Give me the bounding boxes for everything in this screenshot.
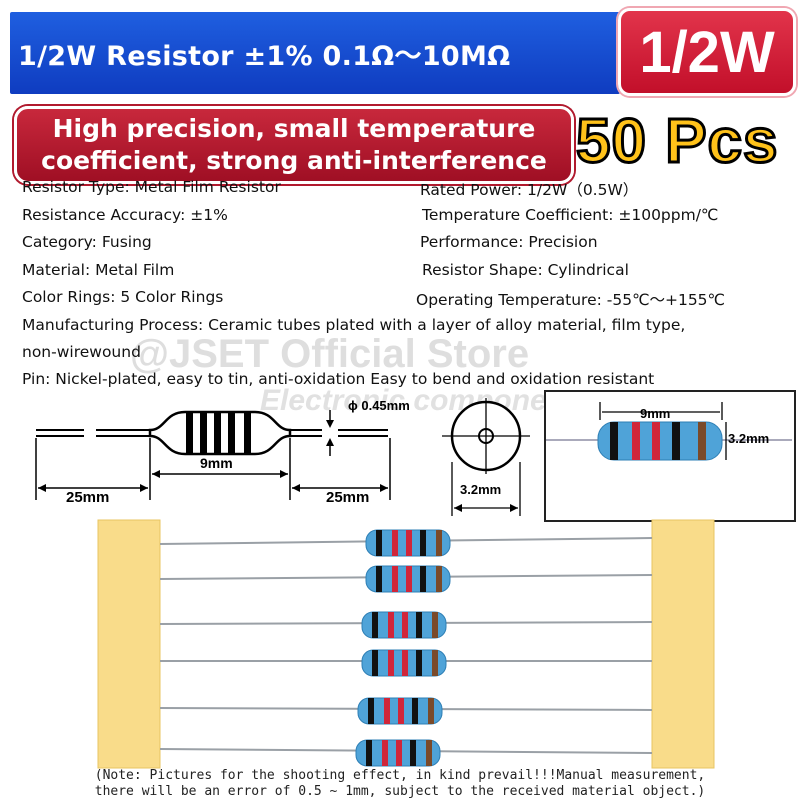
spec-accuracy: Resistance Accuracy: ±1% (22, 206, 228, 224)
tape-right (651, 519, 715, 769)
lead-left-label: 25mm (66, 489, 109, 506)
spec-material: Material: Metal Film (22, 261, 175, 279)
resistor-band (392, 530, 398, 556)
power-badge-label: 1/2W (639, 19, 775, 85)
spec-process: Manufacturing Process: Ceramic tubes pla… (22, 316, 686, 334)
resistor-band (420, 530, 426, 556)
resistor-band (368, 698, 374, 724)
resistor-band (372, 650, 378, 676)
feature-line-1: High precision, small temperature (52, 114, 536, 143)
body-length-label: 9mm (200, 455, 233, 471)
feature-banner: High precision, small temperature coeffi… (14, 106, 574, 184)
resistor-band (412, 698, 418, 724)
feature-line-2: coefficient, strong anti-interference (41, 146, 547, 175)
photo-diameter-label: 3.2mm (728, 431, 769, 446)
resistor-band (372, 612, 378, 638)
resistor-band (388, 612, 394, 638)
resistor-band (426, 740, 432, 766)
spec-rated-power: Rated Power: 1/2W（0.5W） (420, 181, 639, 199)
tape-left (97, 519, 161, 769)
resistor-band (406, 566, 412, 592)
resistor-band (384, 698, 390, 724)
resistor-band (388, 650, 394, 676)
spec-category: Category: Fusing (22, 233, 152, 251)
resistor-band (420, 566, 426, 592)
resistor-band (410, 740, 416, 766)
spec-process-cont: non-wirewound (22, 343, 141, 361)
spec-operating-temp: Operating Temperature: -55℃～+155℃ (416, 291, 725, 309)
resistor-band (396, 740, 402, 766)
resistor-band (436, 530, 442, 556)
resistor-band (402, 612, 408, 638)
note-line-2: there will be an error of 0.5 ~ 1mm, sub… (94, 784, 706, 799)
resistor-band (406, 530, 412, 556)
resistor-band (366, 740, 372, 766)
resistor-band (416, 650, 422, 676)
quantity-label: 50 Pcs (575, 106, 780, 178)
power-badge: 1/2W (618, 8, 796, 96)
resistor-band (392, 566, 398, 592)
resistor-band (432, 612, 438, 638)
resistor-band (402, 650, 408, 676)
resistor-band (382, 740, 388, 766)
spec-performance: Performance: Precision (420, 233, 598, 251)
lead-diameter-label: ϕ 0.45mm (348, 398, 410, 413)
note-line-1: (Note: Pictures for the shooting effect,… (94, 768, 706, 783)
spec-color-rings: Color Rings: 5 Color Rings (22, 288, 224, 306)
resistor-band (432, 650, 438, 676)
photo-inset-drawing: 9mm 3.2mm (546, 402, 792, 461)
taped-resistors (97, 519, 715, 769)
watermark-subtitle: Electronic components (260, 384, 592, 417)
resistor-band (416, 612, 422, 638)
lead-right-label: 25mm (326, 489, 369, 506)
resistor-band (436, 566, 442, 592)
spec-temp-coefficient: Temperature Coefficient: ±100ppm/℃ (422, 206, 719, 224)
resistor-band (376, 566, 382, 592)
photo-length-label: 9mm (640, 406, 670, 421)
spec-pin: Pin: Nickel-plated, easy to tin, anti-ox… (22, 370, 655, 388)
page-title: 1/2W Resistor ±1% 0.1Ω～10MΩ (18, 41, 511, 72)
store-watermark: @JSET Official Store (130, 332, 530, 376)
resistor-band (398, 698, 404, 724)
spec-shape: Resistor Shape: Cylindrical (422, 261, 629, 279)
dimension-drawing: ϕ 0.45mm 9mm 25mm 25mm 3.2mm (35, 398, 530, 516)
spec-resistor-type: Resistor Type: Metal Film Resistor (22, 178, 281, 196)
resistor-band (376, 530, 382, 556)
end-diameter-label: 3.2mm (460, 482, 501, 497)
title-banner (10, 12, 620, 94)
resistor-band (428, 698, 434, 724)
